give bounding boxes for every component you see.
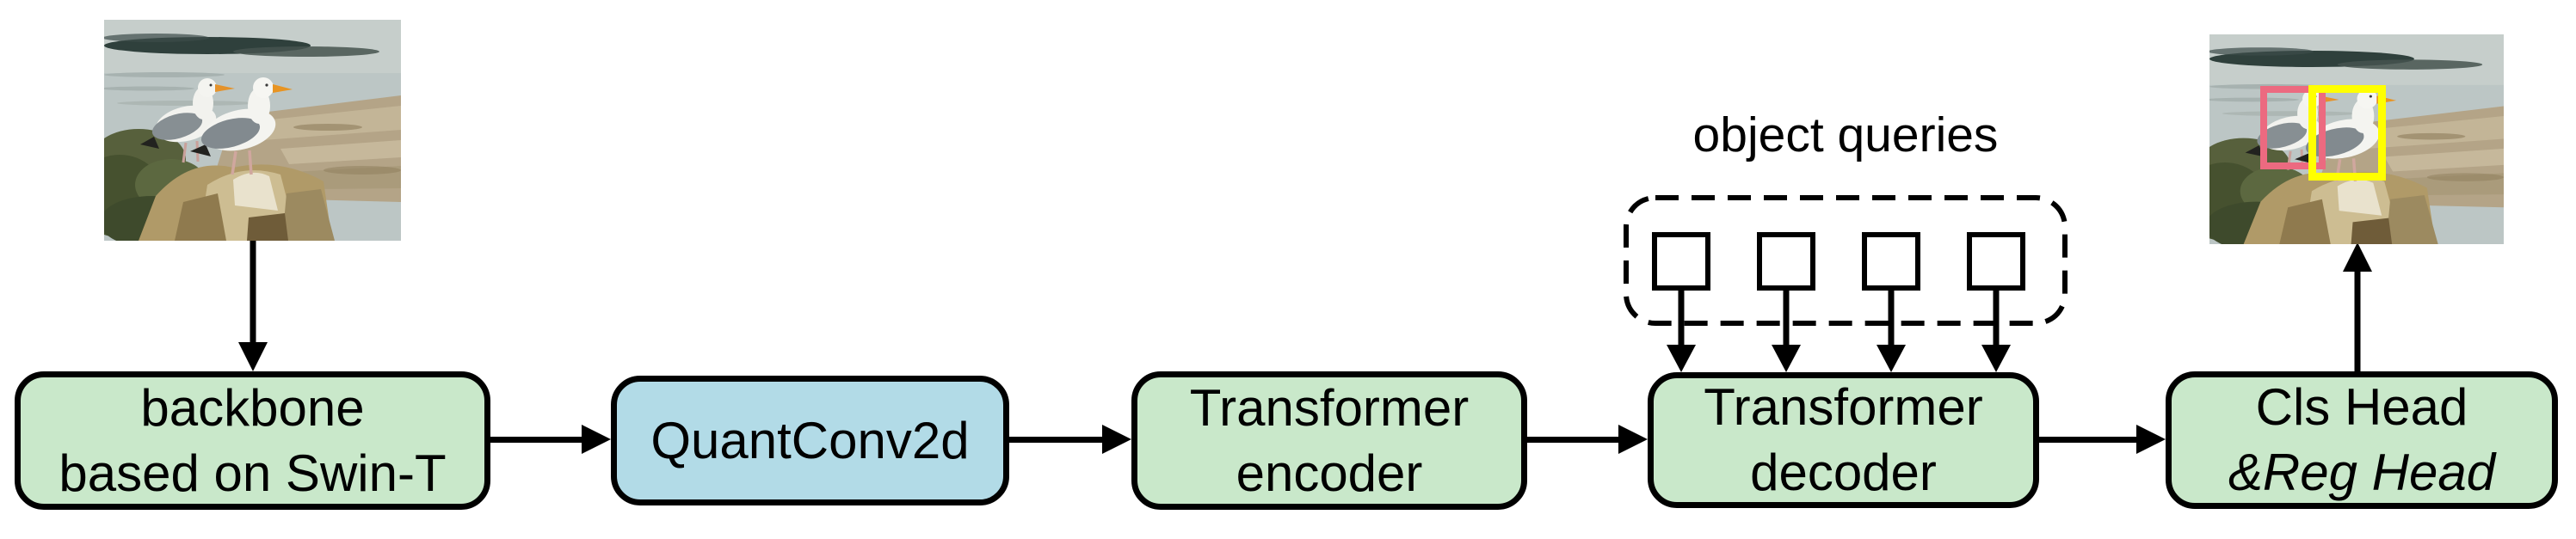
node-encoder-line2: encoder	[1236, 444, 1423, 502]
detection-box-yellow	[2308, 84, 2386, 181]
object-queries-label: object queries	[1692, 107, 1999, 162]
arrow-backbone-to-quantconv	[490, 425, 611, 454]
node-backbone: backbone based on Swin-T	[15, 371, 490, 510]
node-decoder-line1: Transformer	[1704, 378, 1983, 436]
node-heads-line1: Cls Head	[2255, 378, 2468, 436]
node-transformer-decoder: Transformer decoder	[1648, 372, 2039, 508]
seagull-right	[190, 77, 293, 175]
node-backbone-line1: backbone	[140, 378, 365, 437]
object-query-3	[1862, 232, 1920, 372]
node-decoder-line2: decoder	[1750, 444, 1937, 501]
input-image	[104, 20, 401, 241]
object-query-2	[1757, 232, 1815, 372]
node-cls-reg-head: Cls Head &Reg Head	[2166, 371, 2558, 509]
arrow-decoder-to-heads	[2039, 425, 2166, 454]
node-encoder-line1: Transformer	[1189, 378, 1470, 437]
object-query-1	[1652, 232, 1710, 372]
node-quantconv2d-label: QuantConv2d	[650, 411, 970, 469]
object-queries-container	[1624, 195, 2068, 326]
output-image	[2209, 34, 2504, 244]
node-quantconv2d: QuantConv2d	[611, 376, 1009, 505]
node-backbone-line2: based on Swin-T	[59, 444, 447, 502]
object-query-4	[1967, 232, 2025, 372]
detection-box-pink	[2260, 85, 2326, 170]
arrow-quantconv-to-encoder	[1009, 425, 1131, 454]
node-transformer-encoder: Transformer encoder	[1131, 371, 1527, 510]
arrow-encoder-to-decoder	[1527, 425, 1648, 454]
node-heads-line2: &Reg Head	[2228, 444, 2496, 501]
arrow-heads-to-output	[2343, 242, 2372, 371]
arrow-input-to-backbone	[238, 241, 268, 371]
seagull-left	[140, 78, 235, 163]
